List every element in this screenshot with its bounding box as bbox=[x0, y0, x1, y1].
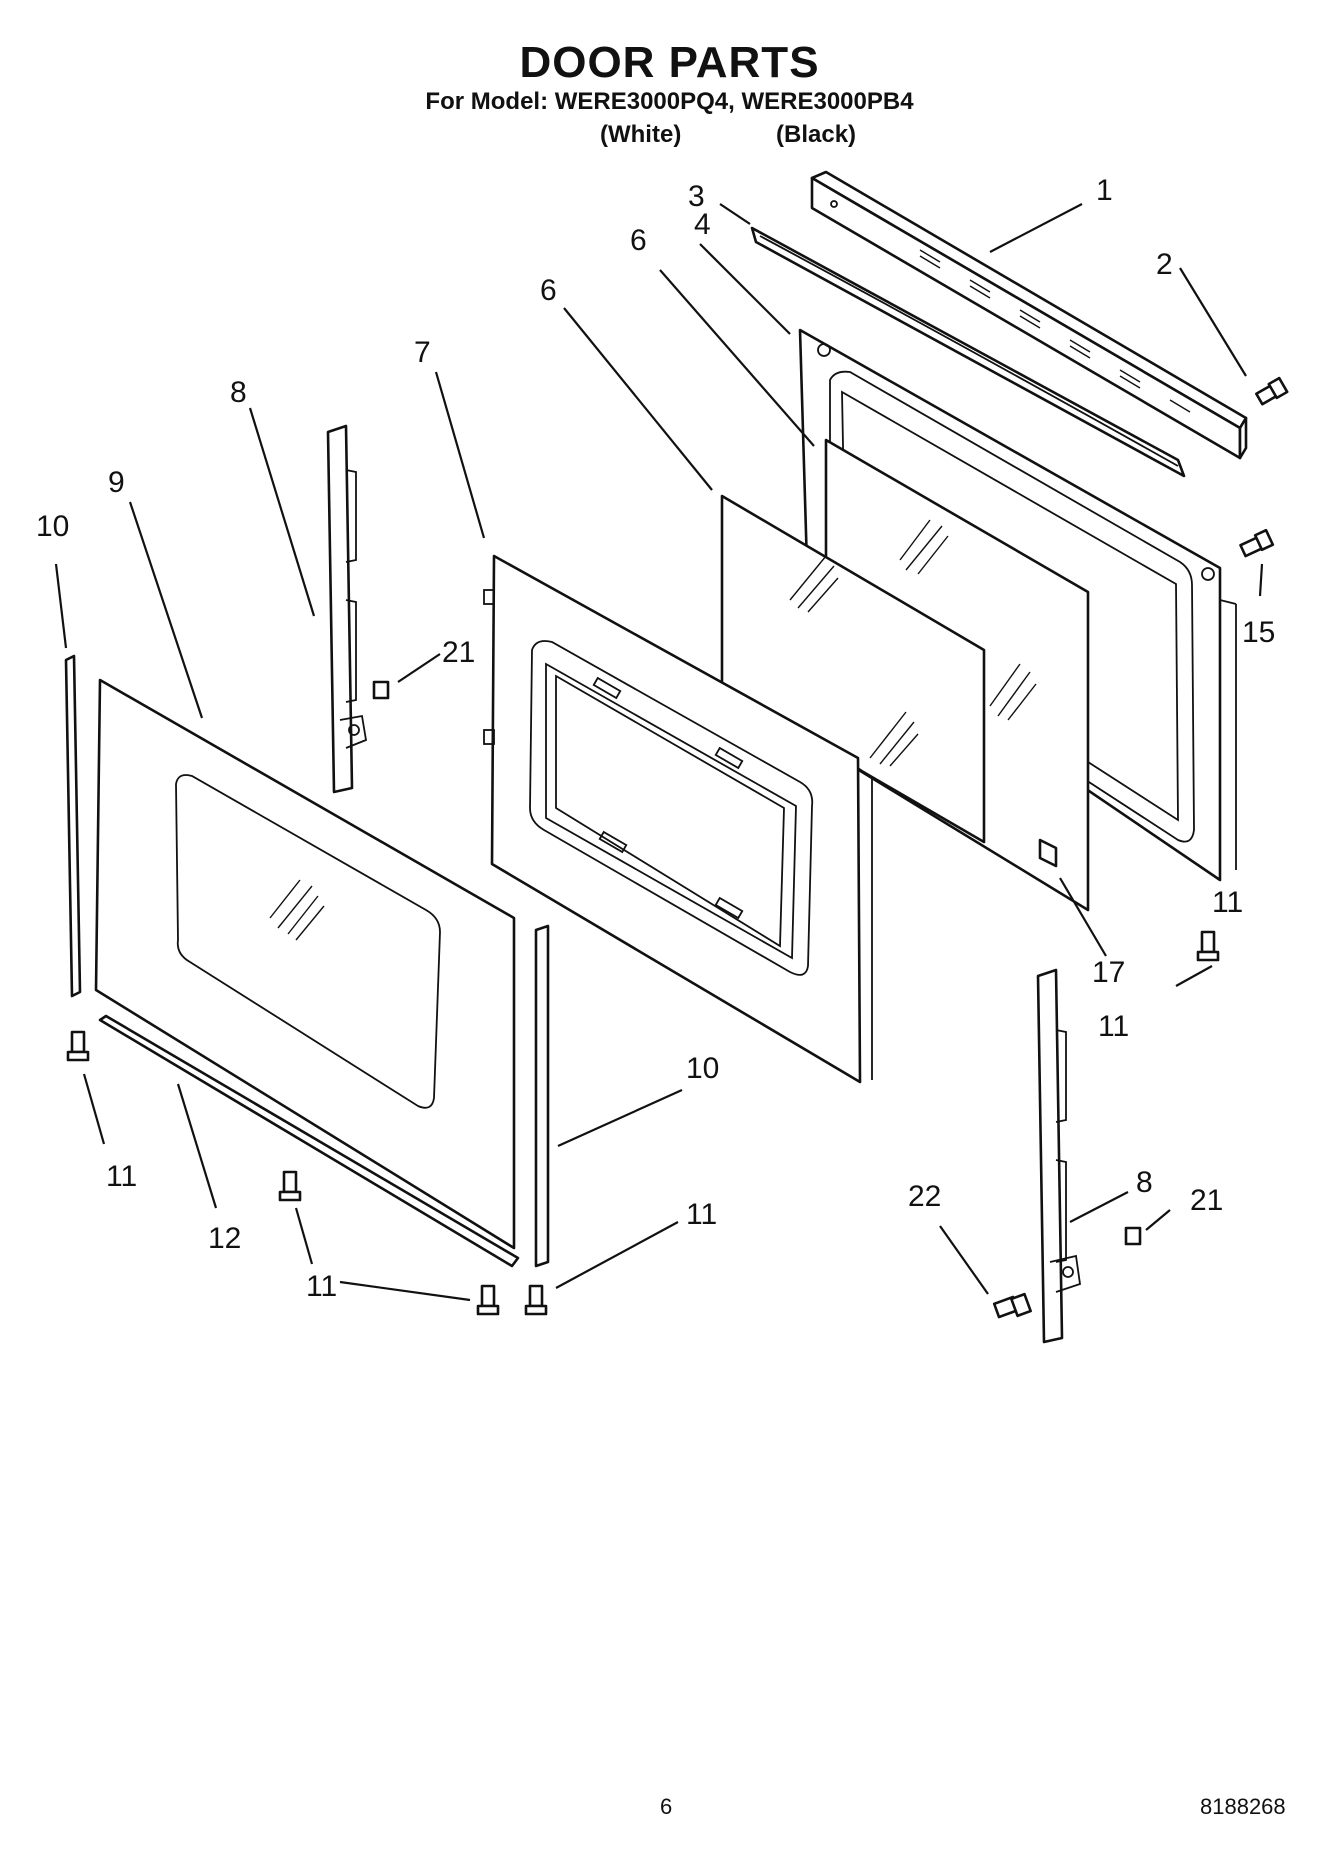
part-screw-2 bbox=[1255, 376, 1289, 406]
variant-black-label: (Black) bbox=[776, 121, 857, 148]
part-screw-22 bbox=[992, 1292, 1032, 1319]
part-hinge-channel-right bbox=[1036, 968, 1081, 1344]
part-side-trim-right bbox=[534, 924, 550, 1268]
part-handle bbox=[750, 226, 1186, 478]
callout-21-right: 21 bbox=[1190, 1184, 1223, 1217]
part-outer-glass-door bbox=[94, 678, 516, 1250]
part-clip-21-right bbox=[1124, 1226, 1142, 1246]
callout-8-right: 8 bbox=[1136, 1166, 1153, 1199]
part-side-trim-left bbox=[64, 654, 82, 998]
callout-11-top-right: 11 bbox=[1212, 886, 1243, 919]
callout-11-bottom: 11 bbox=[306, 1270, 337, 1303]
callout-17: 17 bbox=[1092, 956, 1125, 989]
callout-6-rear: 6 bbox=[630, 224, 647, 257]
callout-10-right: 10 bbox=[686, 1052, 719, 1085]
callout-6-front: 6 bbox=[540, 274, 557, 307]
part-screw-15 bbox=[1239, 528, 1275, 558]
callout-4: 4 bbox=[694, 208, 711, 241]
callout-8-left: 8 bbox=[230, 376, 247, 409]
page-number: 6 bbox=[660, 1794, 673, 1819]
callout-11-center: 11 bbox=[686, 1198, 717, 1231]
page-title: DOOR PARTS bbox=[519, 38, 820, 87]
part-vent-trim bbox=[810, 170, 1248, 460]
callout-11-right: 11 bbox=[1098, 1010, 1129, 1043]
part-glass-pane bbox=[720, 494, 986, 844]
callout-12: 12 bbox=[208, 1222, 241, 1255]
callout-15: 15 bbox=[1242, 616, 1275, 649]
callout-7: 7 bbox=[414, 336, 431, 369]
document-number: 8188268 bbox=[1200, 1794, 1286, 1819]
callout-10-left: 10 bbox=[36, 510, 69, 543]
callout-11-left: 11 bbox=[106, 1160, 137, 1193]
part-clip-21-left bbox=[372, 680, 390, 700]
part-bottom-trim bbox=[98, 1014, 520, 1268]
callout-2: 2 bbox=[1156, 248, 1173, 281]
leader-lines bbox=[54, 203, 1264, 1302]
callout-22: 22 bbox=[908, 1180, 941, 1213]
callout-3: 3 bbox=[688, 180, 705, 213]
callout-21-left: 21 bbox=[442, 636, 475, 669]
part-hinge-channel-left bbox=[326, 424, 368, 794]
callout-1: 1 bbox=[1096, 174, 1113, 207]
part-door-liner bbox=[483, 554, 873, 1084]
callout-9: 9 bbox=[108, 466, 125, 499]
model-line: For Model: WERE3000PQ4, WERE3000PB4 bbox=[425, 88, 914, 115]
callout-labels: 1 2 3 4 6 6 7 8 9 10 21 15 17 11 11 10 1… bbox=[36, 174, 1275, 1303]
part-screws-11 bbox=[66, 930, 1220, 1316]
variant-white-label: (White) bbox=[600, 121, 682, 148]
part-clip-17 bbox=[1038, 838, 1058, 868]
